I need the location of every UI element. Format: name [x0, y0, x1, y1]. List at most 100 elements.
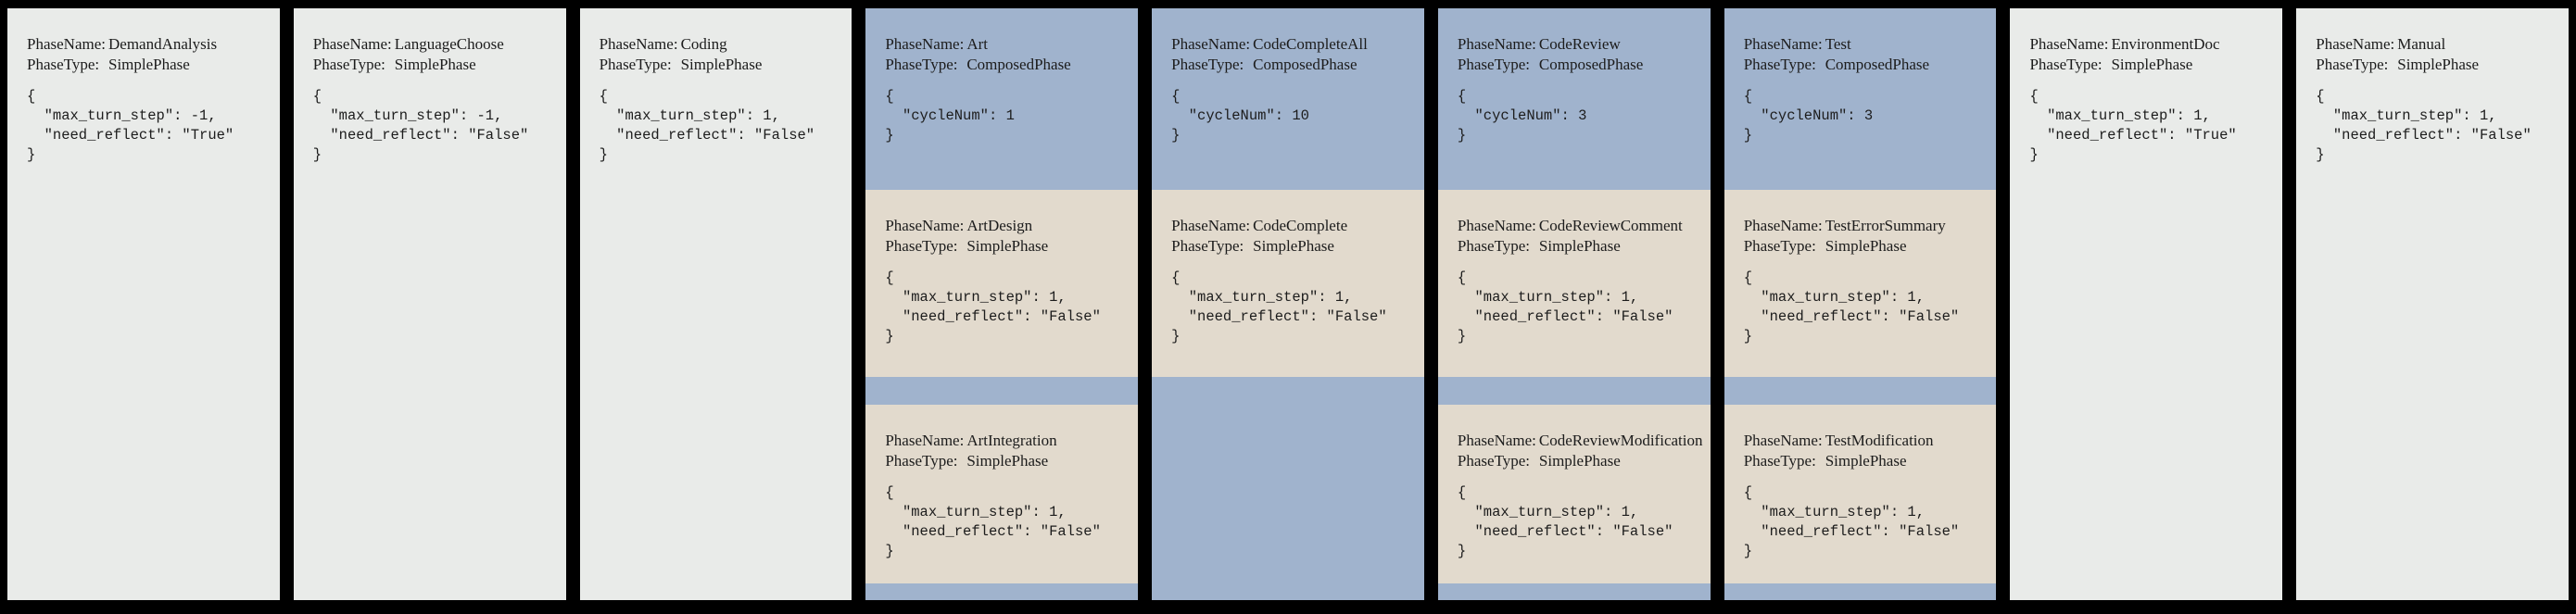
phase-name-label: PhaseName:	[1743, 35, 1823, 53]
phase-name-label: PhaseName:	[2316, 35, 2395, 53]
phase-type-row: PhaseType: ComposedPhase	[885, 55, 1123, 75]
phase-params-json: { "cycleNum": 10 }	[1171, 88, 1309, 144]
phase-type-row: PhaseType: ComposedPhase	[1171, 55, 1409, 75]
phase-name-label: PhaseName:	[1171, 35, 1251, 53]
phase-info: PhaseName: CodeReviewComment PhaseType: …	[1438, 190, 1711, 346]
phase-type-value: SimplePhase	[1825, 452, 1907, 470]
phase-type-label: PhaseType:	[27, 56, 100, 73]
phase-card-art: PhaseName: Art PhaseType: ComposedPhase …	[865, 8, 1139, 600]
phase-name-value: CodeReviewModification	[1538, 432, 1703, 449]
phase-info: PhaseName: Coding PhaseType: SimplePhase…	[580, 8, 852, 165]
phase-params-json: { "cycleNum": 3 }	[1743, 88, 1874, 144]
phase-name-row: PhaseName: CodeComplete	[1171, 216, 1409, 236]
subphase-card-code-review-comment: PhaseName: CodeReviewComment PhaseType: …	[1437, 190, 1711, 377]
phase-params-json: { "max_turn_step": 1, "need_reflect": "F…	[885, 269, 1101, 345]
phase-info: PhaseName: CodeReview PhaseType: Compose…	[1438, 8, 1711, 145]
phase-type-value: SimplePhase	[2397, 56, 2480, 73]
phase-name-row: PhaseName: CodeReviewModification	[1458, 431, 1703, 451]
phase-type-value: SimplePhase	[680, 56, 763, 73]
phase-name-label: PhaseName:	[1457, 217, 1536, 234]
subphase-card-test-modification: PhaseName: TestModification PhaseType: S…	[1724, 405, 1997, 583]
subphase-card-art-design: PhaseName: ArtDesign PhaseType: SimplePh…	[865, 190, 1139, 377]
phase-params-json: { "max_turn_step": 1, "need_reflect": "F…	[2316, 88, 2532, 163]
phase-name-label: PhaseName:	[2029, 35, 2109, 53]
phase-type-label: PhaseType:	[1171, 237, 1244, 255]
phase-name-row: PhaseName: CodeReview	[1458, 34, 1696, 55]
phase-info: PhaseName: CodeReviewModification PhaseT…	[1438, 405, 1711, 561]
phase-params-json: { "cycleNum": 1 }	[885, 88, 1015, 144]
phase-type-row: PhaseType: ComposedPhase	[1458, 55, 1696, 75]
composed-phase-divider	[865, 377, 1138, 405]
phase-type-label: PhaseType:	[1171, 56, 1244, 73]
phase-name-value: EnvironmentDoc	[2111, 35, 2220, 53]
phase-card-test: PhaseName: Test PhaseType: ComposedPhase…	[1724, 8, 1997, 600]
phase-card-demand-analysis: PhaseName: DemandAnalysis PhaseType: Sim…	[7, 8, 280, 600]
phase-info: PhaseName: Test PhaseType: ComposedPhase…	[1724, 8, 1997, 145]
phase-type-label: PhaseType:	[1457, 237, 1531, 255]
phase-name-value: CodeReview	[1538, 35, 1621, 53]
phase-params-json: { "max_turn_step": 1, "need_reflect": "F…	[1743, 269, 1960, 345]
subphase-card-code-complete: PhaseName: CodeComplete PhaseType: Simpl…	[1152, 190, 1424, 377]
phase-type-row: PhaseType: SimplePhase	[1458, 236, 1696, 257]
phase-card-manual: PhaseName: Manual PhaseType: SimplePhase…	[2296, 8, 2570, 600]
phase-type-label: PhaseType:	[312, 56, 385, 73]
phase-type-row: PhaseType: SimplePhase	[1744, 236, 1982, 257]
phase-type-label: PhaseType:	[1743, 56, 1816, 73]
phase-name-label: PhaseName:	[1743, 432, 1823, 449]
phase-type-row: PhaseType: SimplePhase	[1171, 236, 1409, 257]
phase-name-value: ArtIntegration	[966, 432, 1057, 449]
phase-name-row: PhaseName: TestModification	[1744, 431, 1982, 451]
phase-name-row: PhaseName: Test	[1744, 34, 1982, 55]
phase-info: PhaseName: Manual PhaseType: SimplePhase…	[2296, 8, 2569, 165]
phase-name-row: PhaseName: CodeCompleteAll	[1171, 34, 1409, 55]
phase-name-value: ArtDesign	[966, 217, 1033, 234]
phase-params-json: { "max_turn_step": 1, "need_reflect": "F…	[1171, 269, 1387, 345]
composed-phase-divider	[1724, 377, 1997, 405]
phase-type-label: PhaseType:	[885, 56, 958, 73]
phase-card-language-choose: PhaseName: LanguageChoose PhaseType: Sim…	[293, 8, 566, 600]
phase-name-row: PhaseName: DemandAnalysis	[27, 34, 265, 55]
phase-params-json: { "max_turn_step": 1, "need_reflect": "F…	[1743, 484, 1960, 559]
phase-card-code-review: PhaseName: CodeReview PhaseType: Compose…	[1437, 8, 1711, 600]
phase-info: PhaseName: CodeCompleteAll PhaseType: Co…	[1152, 8, 1424, 145]
phase-type-label: PhaseType:	[885, 452, 958, 470]
subphase-card-art-integration: PhaseName: ArtIntegration PhaseType: Sim…	[865, 405, 1139, 583]
phase-params-json: { "max_turn_step": 1, "need_reflect": "T…	[2029, 88, 2237, 163]
phase-name-value: CodeReviewComment	[1538, 217, 1683, 234]
phase-type-label: PhaseType:	[1743, 237, 1816, 255]
phase-card-environment-doc: PhaseName: EnvironmentDoc PhaseType: Sim…	[2010, 8, 2283, 600]
phase-name-row: PhaseName: ArtDesign	[885, 216, 1123, 236]
phase-name-row: PhaseName: Manual	[2316, 34, 2554, 55]
phase-type-label: PhaseType:	[885, 237, 958, 255]
phase-type-value: SimplePhase	[2111, 56, 2193, 73]
phase-name-value: Coding	[680, 35, 727, 53]
phase-name-value: Test	[1825, 35, 1851, 53]
phase-type-row: PhaseType: SimplePhase	[885, 236, 1123, 257]
phase-params-json: { "max_turn_step": 1, "need_reflect": "F…	[885, 484, 1101, 559]
phase-info: PhaseName: LanguageChoose PhaseType: Sim…	[294, 8, 566, 165]
phase-type-row: PhaseType: SimplePhase	[885, 451, 1123, 471]
phase-name-label: PhaseName:	[885, 217, 965, 234]
phase-type-value: SimplePhase	[966, 237, 1049, 255]
phase-name-label: PhaseName:	[885, 432, 965, 449]
phase-type-value: SimplePhase	[1825, 237, 1907, 255]
phase-name-label: PhaseName:	[885, 35, 965, 53]
phase-type-value: SimplePhase	[1538, 452, 1621, 470]
phase-info: PhaseName: TestErrorSummary PhaseType: S…	[1724, 190, 1997, 346]
phase-type-value: SimplePhase	[1538, 237, 1621, 255]
phase-info: PhaseName: Art PhaseType: ComposedPhase …	[865, 8, 1138, 145]
phase-name-row: PhaseName: CodeReviewComment	[1458, 216, 1696, 236]
phase-params-json: { "cycleNum": 3 }	[1457, 88, 1587, 144]
phase-name-row: PhaseName: Art	[885, 34, 1123, 55]
phase-info: PhaseName: EnvironmentDoc PhaseType: Sim…	[2010, 8, 2282, 165]
phase-name-label: PhaseName:	[1743, 217, 1823, 234]
phase-type-value: ComposedPhase	[966, 56, 1071, 73]
composed-phase-header: PhaseName: CodeReview PhaseType: Compose…	[1438, 8, 1711, 190]
phase-card-coding: PhaseName: Coding PhaseType: SimplePhase…	[579, 8, 852, 600]
composed-phase-header: PhaseName: Test PhaseType: ComposedPhase…	[1724, 8, 1997, 190]
phase-card-code-complete-all: PhaseName: CodeCompleteAll PhaseType: Co…	[1152, 8, 1424, 600]
phase-name-label: PhaseName:	[27, 35, 106, 53]
phase-type-label: PhaseType:	[1457, 452, 1531, 470]
phase-info: PhaseName: TestModification PhaseType: S…	[1724, 405, 1997, 561]
